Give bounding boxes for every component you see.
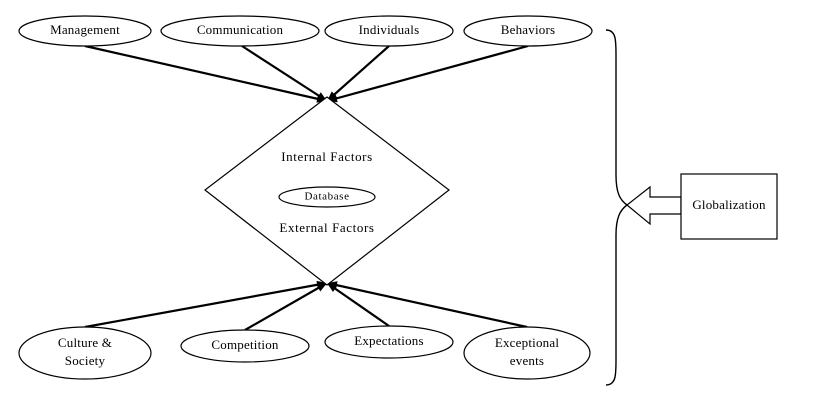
bottom-node-culture-society: Culture & Society (18, 326, 152, 380)
globalization-block-arrow (626, 185, 682, 226)
top-node-communication: Communication (160, 15, 320, 47)
individuals-node (324, 15, 454, 47)
bottom-expectations-connector (326, 282, 390, 327)
center-diamond-group: Internal Factors Database External Facto… (204, 96, 450, 286)
bottom-node-expectations: Expectations (324, 325, 454, 359)
top-communication-connector (241, 45, 328, 102)
internal-factors-label: Internal Factors (281, 149, 373, 164)
bottom-culture-society-connector (84, 281, 328, 329)
culture-society-node (18, 326, 152, 380)
management-node (18, 15, 152, 47)
expectations-node (324, 325, 454, 359)
top-node-management: Management (18, 15, 152, 47)
bottom-competition-connector (244, 282, 328, 331)
communication-node (160, 15, 320, 47)
exceptional-events-label-line-1: Exceptional (495, 335, 559, 350)
bottom-node-competition: Competition (180, 329, 310, 363)
top-behaviors-connector (326, 44, 529, 103)
curly-brace (605, 29, 629, 386)
database-label: Database (304, 191, 349, 203)
culture-society-label-line-2: Society (65, 353, 106, 368)
globalization-label: Globalization (692, 197, 766, 212)
database-node (278, 186, 376, 208)
bottom-competition-arrowhead (316, 283, 327, 292)
behaviors-node (463, 15, 593, 47)
culture-society-label-line-1: Culture & (58, 335, 112, 350)
globalization-box (680, 173, 778, 240)
bottom-exceptional-events-connector (326, 281, 528, 329)
exceptional-events-node (463, 326, 591, 380)
top-node-behaviors: Behaviors (463, 15, 593, 47)
individuals-label: Individuals (359, 22, 420, 37)
external-factors-label: External Factors (279, 220, 374, 235)
behaviors-label: Behaviors (501, 22, 556, 37)
bottom-node-exceptional-events: Exceptional events (463, 326, 591, 380)
top-individuals-connector (326, 45, 390, 102)
communication-label: Communication (197, 22, 284, 37)
connectors-layer (84, 44, 529, 331)
management-label: Management (50, 22, 120, 37)
competition-label: Competition (211, 337, 278, 352)
expectations-label: Expectations (354, 333, 424, 348)
exceptional-events-label-line-2: events (510, 353, 544, 368)
top-node-individuals: Individuals (324, 15, 454, 47)
competition-node (180, 329, 310, 363)
top-management-connector (84, 44, 328, 103)
